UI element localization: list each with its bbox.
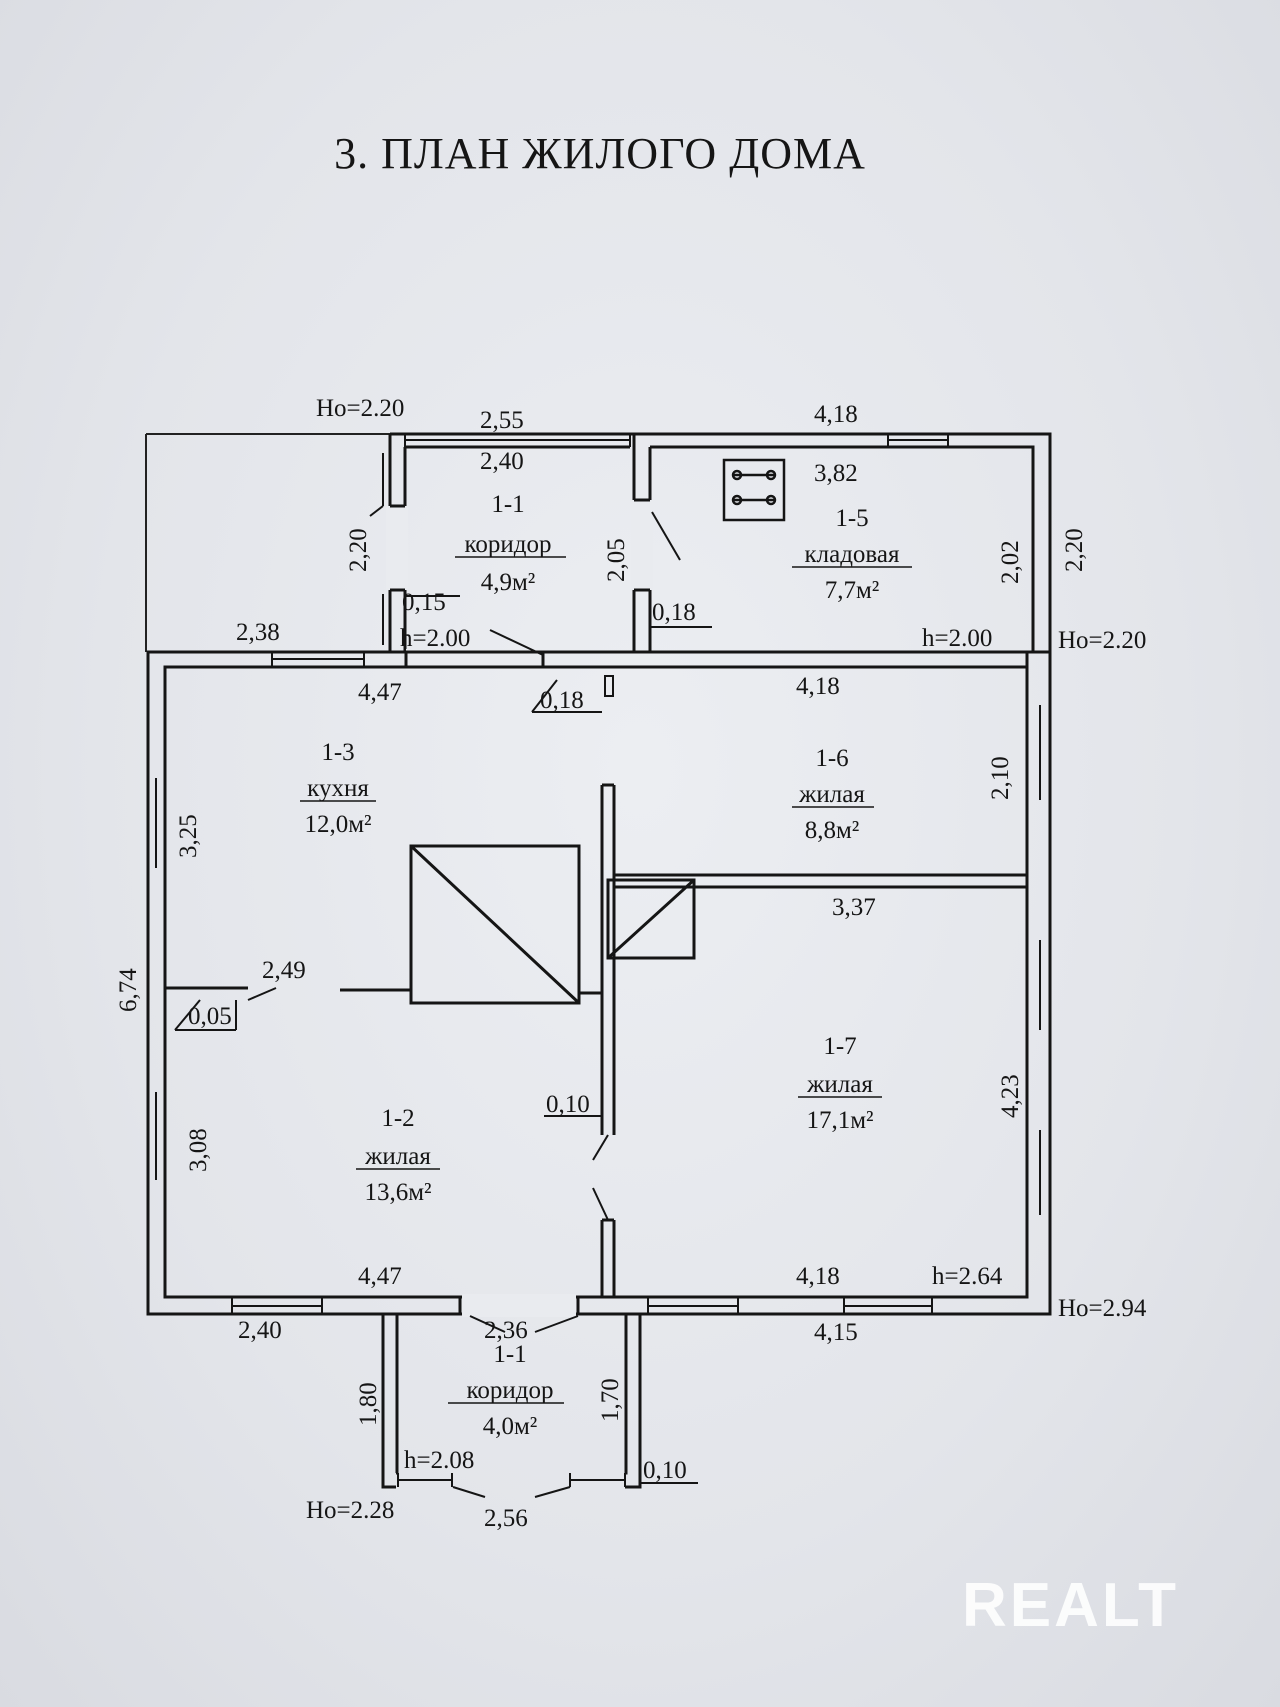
room-1-5: 1-5 кладовая 7,7м² xyxy=(804,505,900,604)
height-label: h=2.00 xyxy=(922,625,992,652)
room-id: 1-5 xyxy=(835,505,868,532)
dim-label: 6,74 xyxy=(115,968,142,1012)
dim-label: 0,18 xyxy=(652,599,696,626)
room-id: 1-3 xyxy=(321,739,354,766)
dim-label: 0,15 xyxy=(402,589,446,616)
dim-label: 0,05 xyxy=(188,1003,232,1030)
dim-label: 2,40 xyxy=(480,448,524,475)
room-1-3: 1-3 кухня 12,0м² xyxy=(304,739,371,838)
dim-label: 2,10 xyxy=(987,756,1014,800)
room-id: 1-1 xyxy=(491,491,524,518)
room-area: 13,6м² xyxy=(364,1179,431,1206)
room-area: 7,7м² xyxy=(825,577,880,604)
dim-label: 4,23 xyxy=(997,1074,1024,1118)
room-id: 1-2 xyxy=(381,1105,414,1132)
dim-label: 0,10 xyxy=(643,1457,687,1484)
dim-label: 4,15 xyxy=(814,1319,858,1346)
dim-label: 2,40 xyxy=(238,1317,282,1344)
dim-label: 3,37 xyxy=(832,894,876,921)
interior-partitions xyxy=(165,783,1027,1297)
room-area: 4,9м² xyxy=(481,569,536,596)
name-underlines xyxy=(300,556,912,1404)
room-id: 1-1 xyxy=(493,1341,526,1368)
dim-label: 3,08 xyxy=(185,1128,212,1172)
height-label: Но=2.94 xyxy=(1058,1295,1147,1322)
height-labels: Но=2.20 Но=2.20 Но=2.94 Но=2.28 h=2.00 h… xyxy=(306,395,1147,1524)
height-label: h=2.00 xyxy=(400,625,470,652)
dim-label: 2,49 xyxy=(262,957,306,984)
room-area: 8,8м² xyxy=(805,817,860,844)
dim-label: 4,18 xyxy=(796,1263,840,1290)
room-name: кладовая xyxy=(804,541,900,568)
leader-lines xyxy=(174,505,712,1498)
room-area: 12,0м² xyxy=(304,811,371,838)
room-id: 1-7 xyxy=(823,1033,856,1060)
room-area: 4,0м² xyxy=(483,1413,538,1440)
windows xyxy=(147,434,1041,1487)
dim-label: 1,70 xyxy=(597,1378,624,1422)
height-label: Но=2.20 xyxy=(316,395,404,422)
room-name: коридор xyxy=(467,1377,554,1404)
height-label: Но=2.28 xyxy=(306,1497,394,1524)
room-id: 1-6 xyxy=(815,745,848,772)
appliance-icon xyxy=(722,458,786,522)
room-1-2: 1-2 жилая 13,6м² xyxy=(364,1105,431,1206)
dim-label: 0,10 xyxy=(546,1091,590,1118)
room-1-7: 1-7 жилая 17,1м² xyxy=(806,1033,873,1134)
dimension-labels: 2,55 2,40 4,18 3,82 0,15 0,18 2,38 4,47 … xyxy=(115,401,1088,1532)
dim-label: 2,36 xyxy=(484,1317,528,1344)
height-label: h=2.08 xyxy=(404,1447,474,1474)
dim-label: 1,80 xyxy=(355,1382,382,1426)
dim-label: 3,25 xyxy=(175,814,202,858)
room-name: жилая xyxy=(364,1143,431,1170)
room-1-1: 1-1 коридор 4,0м² xyxy=(467,1341,554,1440)
door-gaps xyxy=(386,500,653,1317)
dim-label: 2,38 xyxy=(236,619,280,646)
height-label: Но=2.20 xyxy=(1058,627,1146,654)
dim-label: 4,47 xyxy=(358,679,402,706)
stove-block xyxy=(409,844,696,1005)
dim-label: 2,55 xyxy=(480,407,524,434)
dim-label: 0,18 xyxy=(540,687,584,714)
room-name: кухня xyxy=(307,775,369,802)
room-area: 17,1м² xyxy=(806,1107,873,1134)
realt-watermark-logo: REALT xyxy=(962,1571,1180,1640)
room-1-6: 1-6 жилая 8,8м² xyxy=(798,745,865,844)
height-label: h=2.64 xyxy=(932,1263,1003,1290)
room-1-4: 1-1 коридор 4,9м² xyxy=(465,491,552,596)
room-name: жилая xyxy=(806,1071,873,1098)
dim-label: 2,20 xyxy=(1061,528,1088,572)
plan-title: 3. ПЛАН ЖИЛОГО ДОМА xyxy=(334,129,866,178)
dim-label: 4,18 xyxy=(796,673,840,700)
dim-label: 2,20 xyxy=(345,528,372,572)
dim-label: 2,56 xyxy=(484,1505,528,1532)
dim-label: 2,05 xyxy=(603,538,630,582)
room-name: коридор xyxy=(465,531,552,558)
room-name: жилая xyxy=(798,781,865,808)
dim-label: 4,47 xyxy=(358,1263,402,1290)
dim-label: 4,18 xyxy=(814,401,858,428)
yard-outline xyxy=(145,433,398,652)
dim-label: 3,82 xyxy=(814,460,858,487)
dim-label: 2,02 xyxy=(997,540,1024,584)
